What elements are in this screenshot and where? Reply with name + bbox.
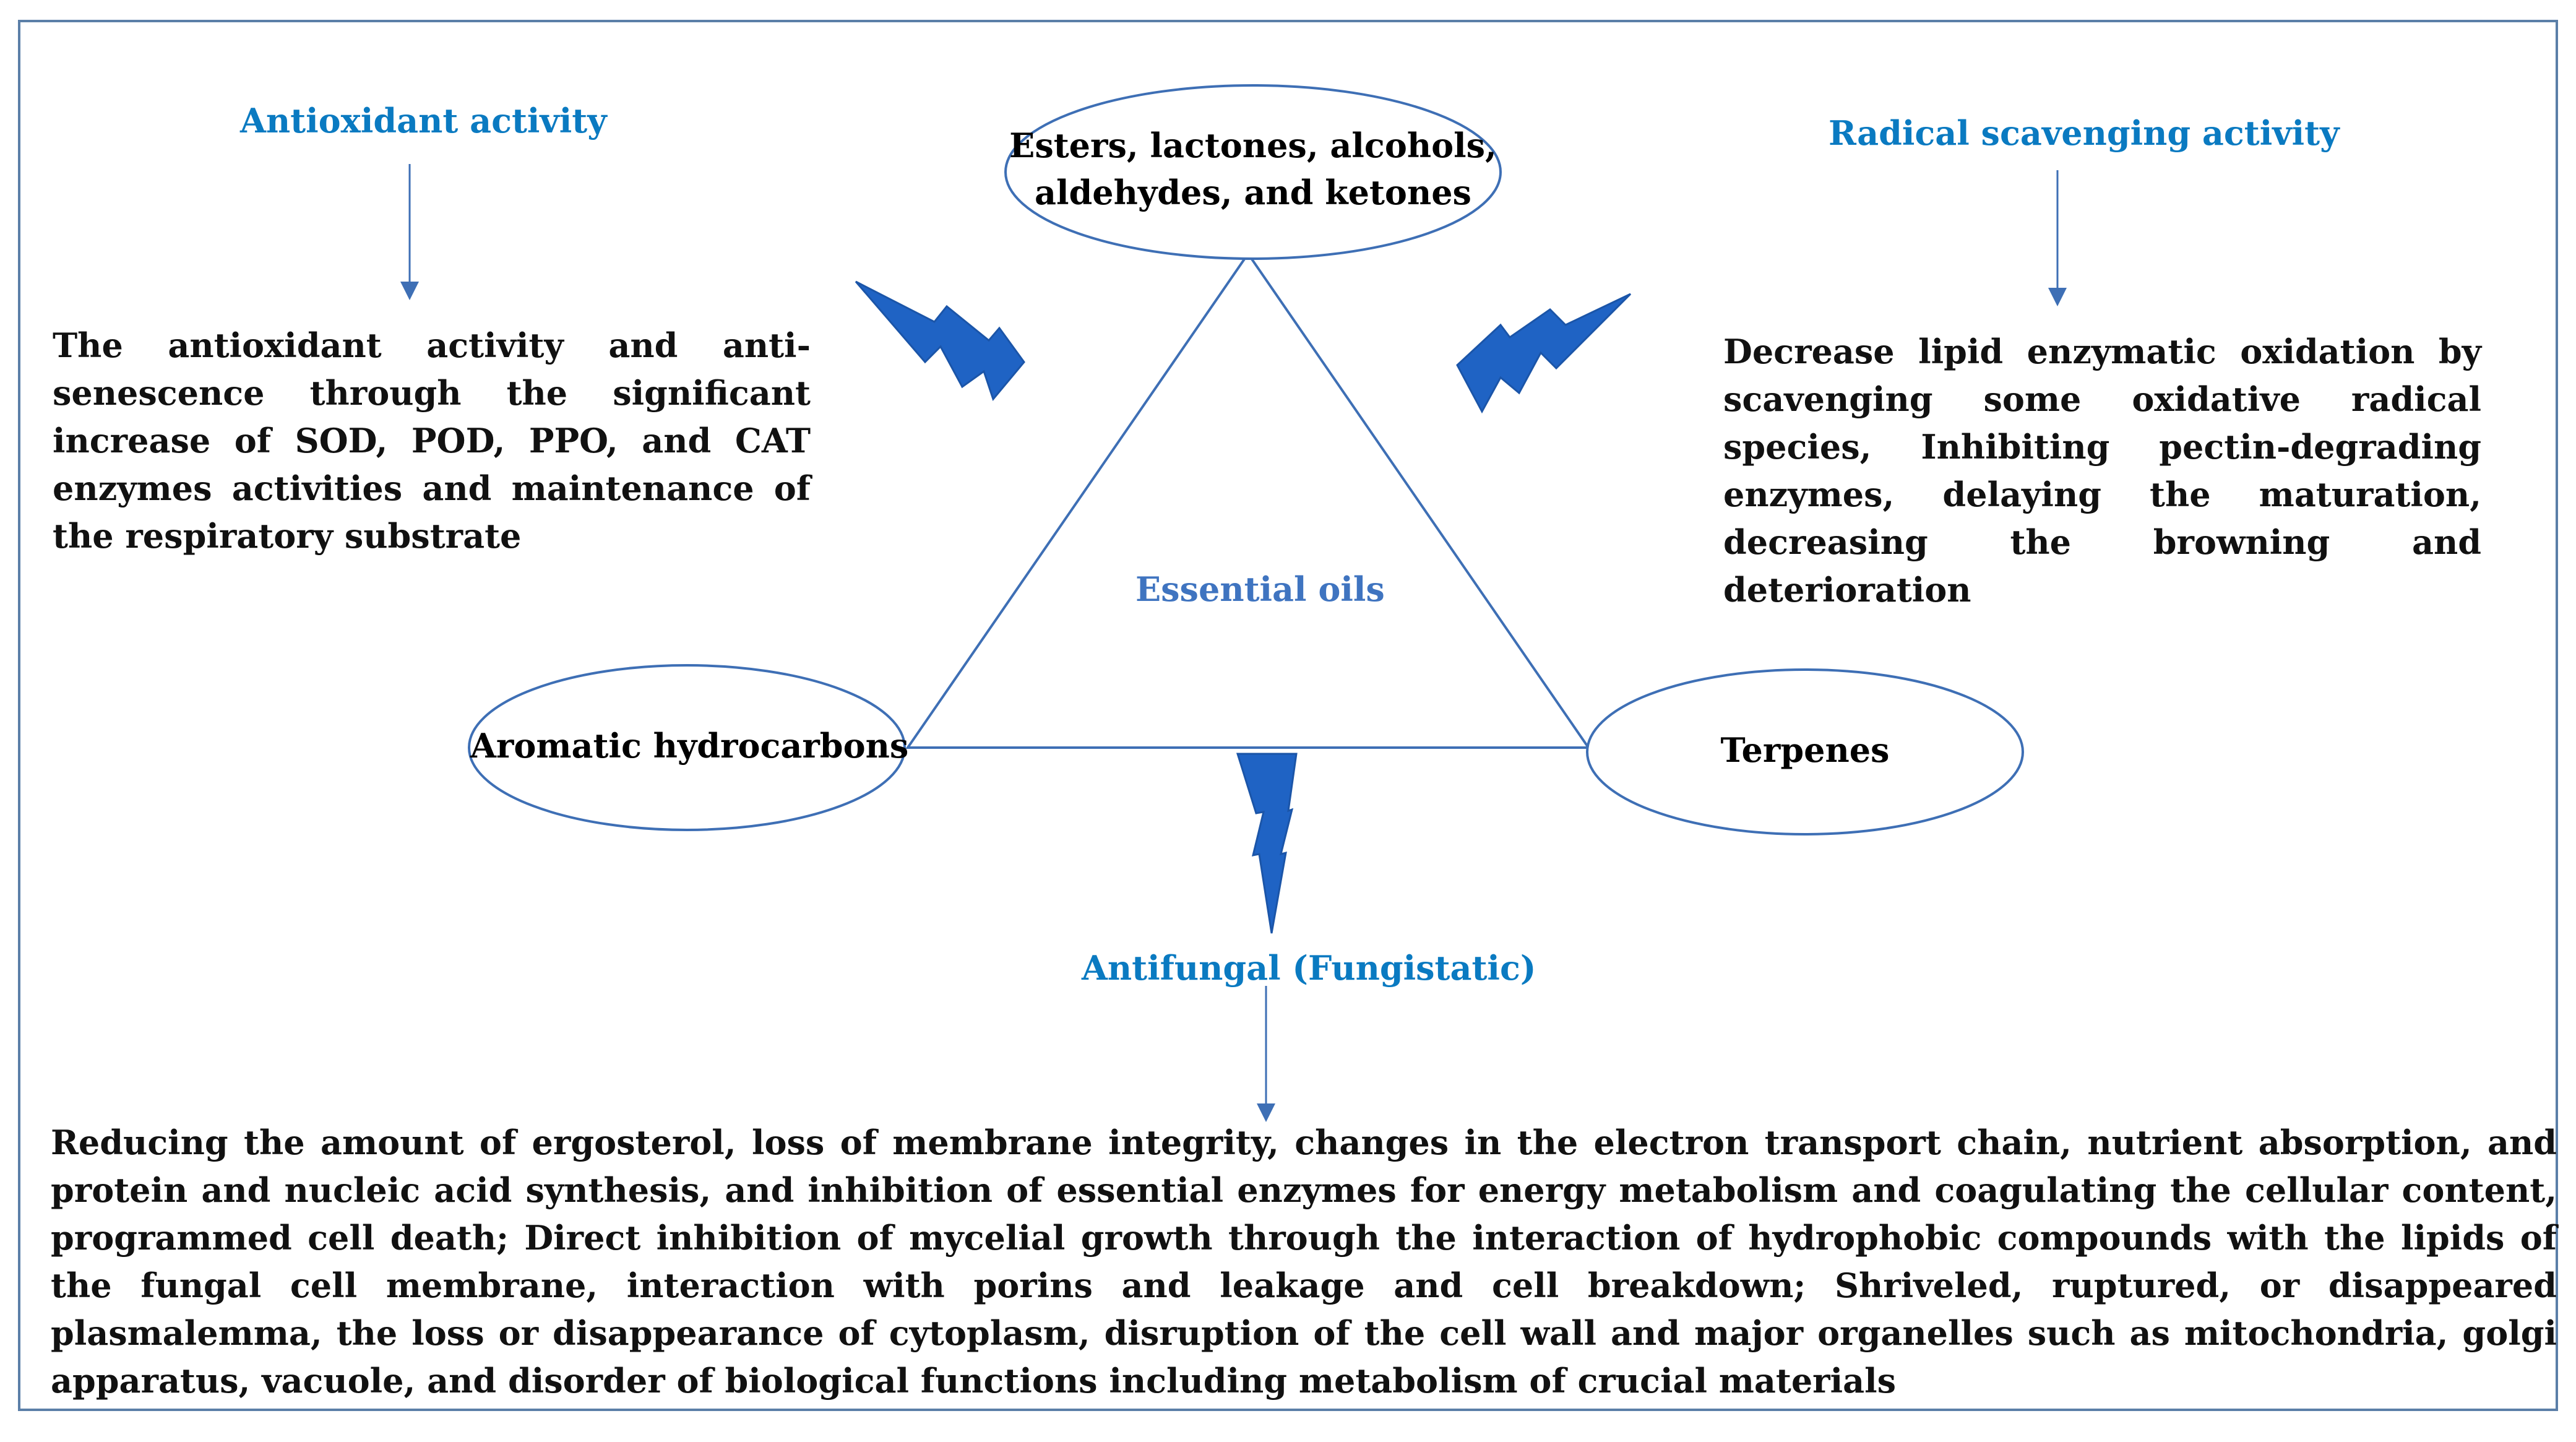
top-node-label: Esters, lactones, alcohols, aldehydes, a… — [1006, 123, 1501, 216]
antioxidant-activity-title: Antioxidant activity — [240, 101, 607, 140]
lightning-bolt-icon — [855, 280, 1025, 402]
antifungal-activity-title: Antifungal (Fungistatic) — [1082, 948, 1536, 988]
top-node-label-line2: aldehydes, and ketones — [1035, 172, 1471, 212]
top-node-ellipse — [1004, 84, 1502, 260]
left-node-label: Aromatic hydrocarbons — [470, 726, 909, 766]
diagram-frame — [18, 20, 2558, 1411]
lightning-bolt-icon — [1236, 753, 1298, 934]
essential-oils-label: Essential oils — [1135, 569, 1385, 609]
top-node-label-line1: Esters, lactones, alcohols, — [1009, 126, 1497, 165]
right-node-label: Terpenes — [1720, 730, 1890, 770]
antioxidant-activity-description: The antioxidant activity and anti-senesc… — [53, 326, 811, 556]
essential-oils-triangle — [905, 251, 1591, 749]
right-node-ellipse — [1586, 668, 2024, 835]
lightning-bolt-icon — [1456, 293, 1632, 414]
left-node-ellipse — [468, 664, 906, 831]
radical-scavenging-activity-title: Radical scavenging activity — [1829, 113, 2340, 153]
radical-scavenging-activity-description: Decrease lipid enzymatic oxidation by sc… — [1723, 332, 2481, 610]
antifungal-activity-description: Reducing the amount of ergosterol, loss … — [51, 1123, 2557, 1401]
